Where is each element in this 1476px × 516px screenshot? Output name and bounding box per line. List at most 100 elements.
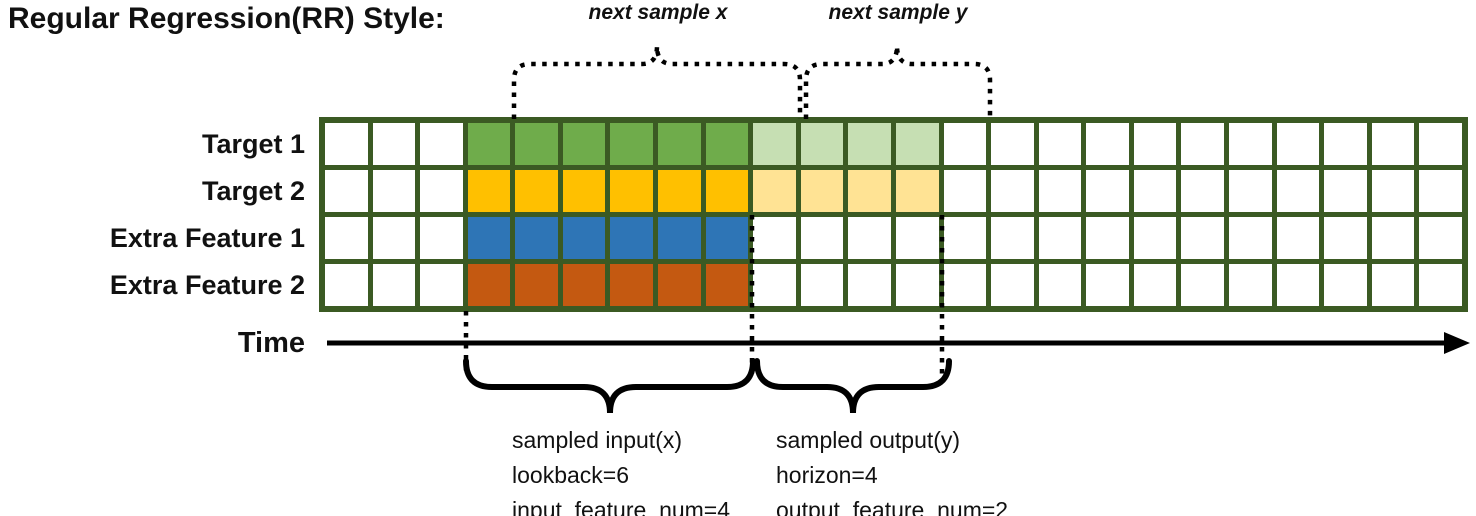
grid-cell [1038, 217, 1082, 259]
grid-cell [562, 123, 606, 165]
grid-cell [1133, 123, 1177, 165]
grid-cell [1371, 264, 1415, 306]
grid-cell [658, 170, 701, 212]
grid-cell [895, 264, 939, 306]
grid-cell [895, 170, 939, 212]
grid-cell [325, 123, 368, 165]
grid-cell [562, 264, 606, 306]
grid-cell [372, 170, 416, 212]
grid-cell [1181, 123, 1225, 165]
grid-cell [705, 217, 749, 259]
lookback-value: lookback=6 [512, 462, 629, 488]
time-series-grid [319, 117, 1468, 312]
grid-cell [1086, 264, 1129, 306]
row-label-target-1: Target 1 [201, 129, 305, 159]
grid-cell [1371, 217, 1415, 259]
grid-cell [515, 170, 558, 212]
grid-cell [1229, 123, 1272, 165]
grid-cell [1181, 170, 1225, 212]
grid-cell [325, 217, 368, 259]
grid-cell [991, 123, 1034, 165]
grid-cell [1133, 264, 1177, 306]
grid-cell [991, 217, 1034, 259]
grid-cell [515, 123, 558, 165]
horizon-value: horizon=4 [776, 462, 878, 488]
grid-cell [1229, 217, 1272, 259]
grid-cell [1419, 264, 1462, 306]
grid-cell [1324, 170, 1367, 212]
row-label-extra-feature-2: Extra Feature 2 [109, 270, 305, 300]
grid-cell [515, 264, 558, 306]
row-label-target-2: Target 2 [201, 176, 305, 206]
grid-cell [753, 170, 796, 212]
grid-cell [467, 123, 511, 165]
grid-cell [1419, 123, 1462, 165]
grid-cell [895, 217, 939, 259]
grid-cell [943, 217, 987, 259]
time-axis-label: Time [237, 327, 305, 359]
grid-cell [1276, 123, 1320, 165]
grid-cell [610, 123, 654, 165]
grid-cell [895, 123, 939, 165]
output-feature-num-value: output_feature_num=2 [776, 497, 1009, 516]
grid-cell [1038, 123, 1082, 165]
grid-cell [610, 170, 654, 212]
grid-cell [1086, 217, 1129, 259]
grid-cell [1276, 264, 1320, 306]
grid-cell [705, 170, 749, 212]
grid-cell [800, 264, 844, 306]
sampled-input-annotation: sampled input(x) lookback=6 input_featur… [512, 423, 730, 516]
grid-cell [991, 170, 1034, 212]
grid-cell [372, 217, 416, 259]
grid-cell [1324, 264, 1367, 306]
sampled-input-brace [463, 358, 756, 414]
grid-cell [848, 170, 891, 212]
grid-cell [420, 123, 463, 165]
grid-cell [943, 170, 987, 212]
time-arrowhead-icon [1444, 332, 1470, 354]
next-sample-y-label: next sample y [828, 1, 968, 24]
grid-cell [420, 264, 463, 306]
grid-cell [848, 264, 891, 306]
grid-cell [705, 123, 749, 165]
sampled-output-annotation: sampled output(y) horizon=4 output_featu… [776, 423, 1008, 516]
grid-cell [800, 217, 844, 259]
grid-cell [1086, 170, 1129, 212]
grid-cell [658, 264, 701, 306]
input-feature-num-value: input_feature_num=4 [512, 497, 731, 516]
grid-cell [1419, 170, 1462, 212]
grid-cell [467, 170, 511, 212]
grid-cell [515, 217, 558, 259]
grid-cell [753, 264, 796, 306]
grid-cell [467, 217, 511, 259]
grid-cell [420, 170, 463, 212]
grid-cell [1229, 264, 1272, 306]
grid-cell [1276, 170, 1320, 212]
grid-cell [467, 264, 511, 306]
grid-cell [610, 264, 654, 306]
grid-cell [658, 217, 701, 259]
grid-cell [991, 264, 1034, 306]
grid-cell [562, 170, 606, 212]
grid-cell [753, 217, 796, 259]
sampled-output-title: sampled output(y) [776, 427, 961, 453]
next-sample-y-brace [803, 45, 993, 119]
grid-cell [1181, 264, 1225, 306]
grid-cell [325, 264, 368, 306]
grid-cell [1133, 217, 1177, 259]
grid-cell [325, 170, 368, 212]
grid-cell [1324, 123, 1367, 165]
grid-cell [562, 217, 606, 259]
diagram-title: Regular Regression(RR) Style: [8, 2, 445, 35]
grid-cell [800, 123, 844, 165]
grid-cell [943, 264, 987, 306]
grid-cell [1276, 217, 1320, 259]
grid-cell [372, 264, 416, 306]
grid-cell [1181, 217, 1225, 259]
grid-cell [1133, 170, 1177, 212]
grid-cell [1229, 170, 1272, 212]
grid-cell [372, 123, 416, 165]
grid-cell [1038, 170, 1082, 212]
row-label-extra-feature-1: Extra Feature 1 [109, 223, 305, 253]
sampled-output-brace [754, 358, 952, 414]
